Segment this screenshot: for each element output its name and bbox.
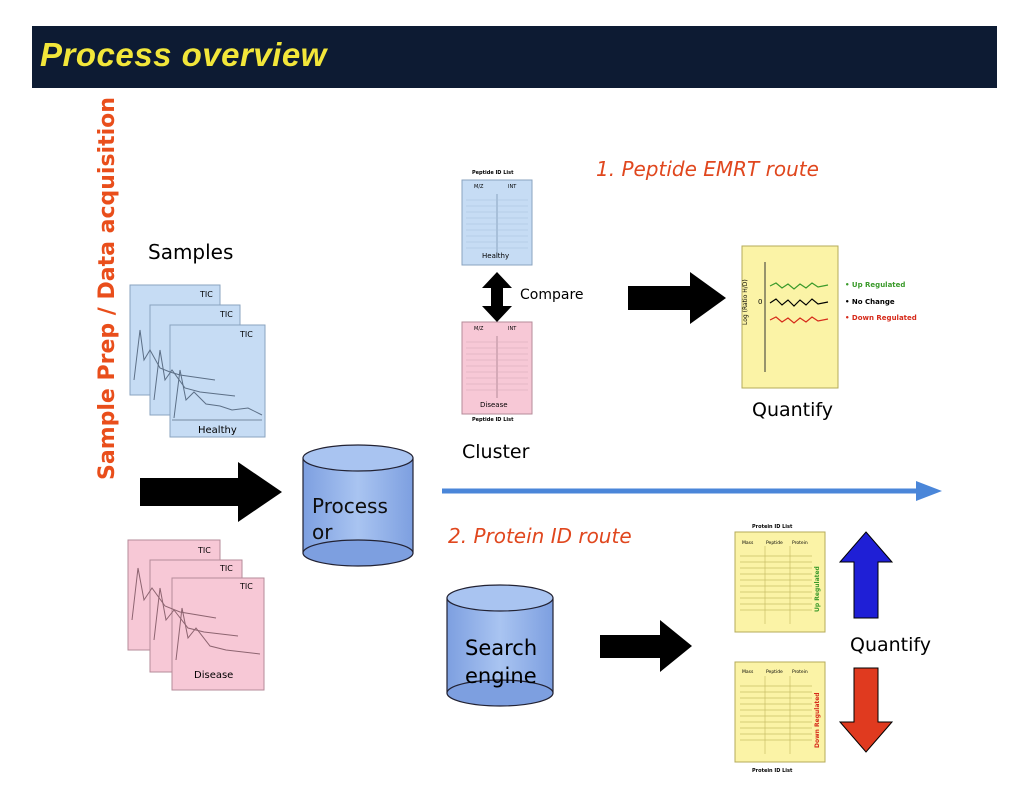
down-regulated-arrow — [838, 667, 894, 753]
title-bar — [32, 26, 997, 88]
tic-label: TIC — [198, 546, 211, 555]
down-regulated-side-label: Down Regulated — [814, 692, 821, 748]
int-header: INT — [508, 184, 517, 190]
chart-zero-label: 0 — [758, 298, 763, 306]
page-title: Process overview — [40, 36, 327, 73]
arrow-to-protein-lists — [600, 620, 692, 672]
legend-down: • Down Regulated — [845, 314, 917, 322]
peptide-list-title-disease: Peptide ID List — [472, 417, 514, 423]
tic-label: TIC — [220, 310, 233, 319]
protein-list-title-down: Protein ID List — [752, 768, 793, 774]
disease-samples — [127, 539, 265, 691]
healthy-samples — [129, 284, 266, 438]
peptide-healthy-label: Healthy — [482, 252, 510, 260]
up-regulated-arrow — [838, 531, 894, 619]
legend-up: • Up Regulated — [845, 281, 906, 289]
quantify-label-top: Quantify — [752, 399, 834, 421]
chart-axis-label: Log (Ratio H/D) — [742, 279, 749, 325]
timeline-arrow — [442, 481, 942, 501]
healthy-sample-label: Healthy — [198, 425, 237, 436]
route-2-title: 2. Protein ID route — [448, 524, 632, 548]
col-peptide: Peptide — [766, 541, 783, 546]
col-mass: Mass — [742, 541, 754, 546]
protein-list-up — [734, 531, 826, 633]
search-engine-label: Search engine — [465, 636, 538, 688]
up-regulated-side-label: Up Regulated — [814, 566, 821, 612]
processor-cylinder — [302, 444, 414, 567]
arrow-to-processor — [140, 462, 282, 522]
search-engine-cylinder — [446, 584, 554, 707]
col-mass: Mass — [742, 670, 754, 675]
mz-header: M/Z — [474, 184, 484, 190]
peptide-list-healthy — [461, 179, 533, 266]
route-1-title: 1. Peptide EMRT route — [596, 157, 819, 181]
peptide-list-title-healthy: Peptide ID List — [472, 170, 514, 176]
col-protein: Protein — [792, 541, 808, 546]
tic-label: TIC — [200, 290, 213, 299]
disease-sample-label: Disease — [194, 670, 234, 681]
arrow-to-quantify-top — [628, 272, 726, 324]
col-peptide: Peptide — [766, 670, 783, 675]
tic-label: TIC — [240, 330, 253, 339]
compare-label: Compare — [520, 287, 584, 303]
col-protein: Protein — [792, 670, 808, 675]
samples-label: Samples — [148, 240, 234, 264]
int-header: INT — [508, 326, 517, 332]
quantify-label-bottom: Quantify — [850, 634, 932, 656]
legend-no-change: • No Change — [845, 298, 895, 306]
cluster-label: Cluster — [462, 441, 530, 463]
mz-header: M/Z — [474, 326, 484, 332]
tic-label: TIC — [240, 582, 253, 591]
peptide-list-disease — [461, 321, 533, 415]
tic-label: TIC — [220, 564, 233, 573]
protein-list-down — [734, 661, 826, 763]
peptide-disease-label: Disease — [480, 401, 508, 409]
quantify-chart — [741, 245, 839, 389]
protein-list-title-up: Protein ID List — [752, 524, 793, 530]
compare-double-arrow — [482, 272, 512, 322]
processor-label: Process or — [312, 494, 388, 544]
